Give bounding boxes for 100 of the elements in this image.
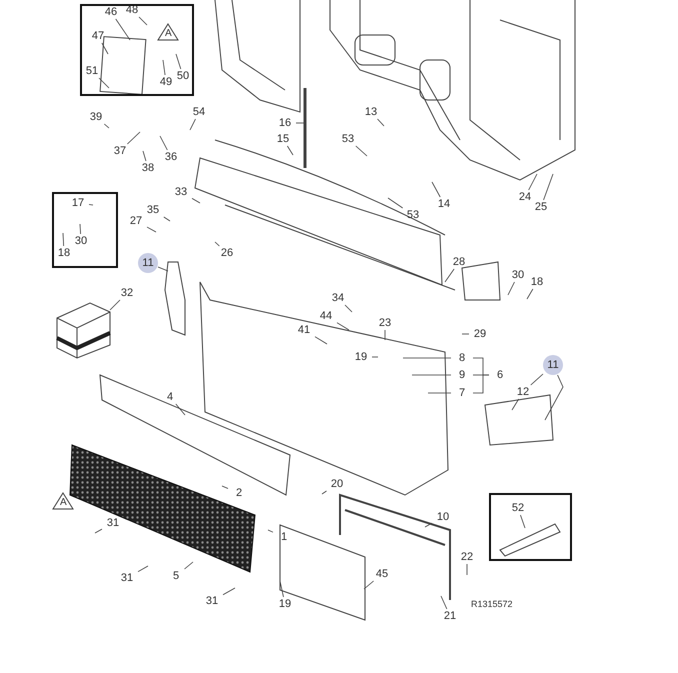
leader-line	[512, 398, 520, 410]
callout-number: 9	[451, 368, 473, 382]
reference-letter: A	[165, 28, 172, 39]
leader-line	[163, 216, 170, 222]
leader-line	[222, 588, 236, 596]
callout-number: 8	[451, 351, 473, 365]
leader-line	[115, 18, 130, 40]
leader-line	[377, 118, 384, 126]
leader-line	[344, 304, 352, 312]
leader-line	[466, 564, 468, 576]
callout-number: 30	[70, 234, 92, 248]
callout-number: 4	[159, 390, 181, 404]
callout-number: 28	[448, 255, 470, 269]
leader-line	[222, 486, 228, 489]
callout-number: 31	[201, 594, 223, 608]
leader-line	[530, 374, 544, 386]
reference-letter: A	[60, 497, 67, 508]
inset-frame	[52, 192, 118, 268]
leader-line	[214, 242, 220, 246]
callout-number: 15	[272, 132, 294, 146]
callout-number: 14	[433, 197, 455, 211]
leader-line	[146, 226, 156, 232]
callout-number: 11	[138, 253, 158, 273]
leader-line	[528, 174, 538, 190]
leader-line	[162, 60, 166, 76]
leader-line	[428, 392, 452, 394]
callout-number: 30	[507, 268, 529, 282]
callout-number: 46	[100, 5, 122, 19]
leader-line	[440, 596, 448, 610]
callout-number: 47	[87, 29, 109, 43]
leader-line	[296, 122, 304, 124]
leader-line	[142, 150, 146, 162]
callout-number: 35	[142, 203, 164, 217]
leader-line	[192, 198, 200, 204]
callout-number: 52	[507, 501, 529, 515]
callout-number: 38	[137, 161, 159, 175]
callout-number: 19	[350, 350, 372, 364]
callout-number: 27	[125, 214, 147, 228]
callout-number: 13	[360, 105, 382, 119]
callout-number: 18	[53, 246, 75, 260]
leader-line	[286, 146, 294, 156]
leader-line	[110, 300, 120, 310]
leader-line	[268, 530, 274, 533]
callout-number: 17	[67, 196, 89, 210]
callout-number: 44	[315, 309, 337, 323]
leader-line	[336, 322, 350, 330]
callout-number: 26	[216, 246, 238, 260]
leader-line	[138, 566, 148, 572]
leader-line	[98, 78, 110, 88]
callout-number: 51	[81, 64, 103, 78]
callout-number: 31	[102, 516, 124, 530]
callout-number: 18	[526, 275, 548, 289]
inset-frame	[489, 493, 572, 561]
callout-number: 36	[160, 150, 182, 164]
callout-number: 31	[116, 571, 138, 585]
leader-line	[88, 204, 94, 206]
callout-number: 34	[327, 291, 349, 305]
callout-number: 23	[374, 316, 396, 330]
leader-line	[62, 232, 64, 246]
callout-number: 2	[228, 486, 250, 500]
callout-number: 10	[432, 510, 454, 524]
leader-line	[424, 522, 432, 528]
leader-line	[526, 288, 534, 300]
leader-line	[102, 42, 108, 54]
leader-line	[388, 198, 404, 208]
callout-number: 16	[274, 116, 296, 130]
leader-line	[184, 562, 194, 570]
inset-frame	[80, 4, 194, 96]
callout-number: 32	[116, 286, 138, 300]
callout-number: 54	[188, 105, 210, 119]
leader-line	[138, 16, 148, 26]
leader-line	[160, 136, 168, 150]
leader-line	[543, 174, 554, 200]
callout-number: 39	[85, 110, 107, 124]
callout-number: 22	[456, 550, 478, 564]
callout-number: 37	[109, 144, 131, 158]
callout-number: 6	[489, 368, 511, 382]
callout-number: 33	[170, 185, 192, 199]
callout-number: 29	[469, 327, 491, 341]
callout-number: 48	[121, 3, 143, 17]
leader-line	[176, 54, 182, 70]
callout-number: 41	[293, 323, 315, 337]
leader-line	[175, 404, 186, 416]
leader-line	[520, 514, 526, 528]
callout-number: 19	[274, 597, 296, 611]
callout-number: 11	[543, 355, 563, 375]
leader-line	[126, 132, 140, 144]
leader-line	[544, 374, 564, 420]
leader-line	[94, 528, 102, 534]
leader-line	[432, 182, 441, 198]
leader-line	[80, 224, 81, 234]
callout-number: 12	[512, 385, 534, 399]
leader-line	[104, 124, 110, 128]
leader-line	[314, 336, 328, 344]
leader-line	[444, 268, 454, 282]
leader-line	[322, 490, 327, 494]
leader-line	[190, 118, 196, 130]
leader-line	[158, 266, 168, 272]
leader-line	[412, 374, 452, 376]
drawing-number: R1315572	[471, 598, 513, 611]
